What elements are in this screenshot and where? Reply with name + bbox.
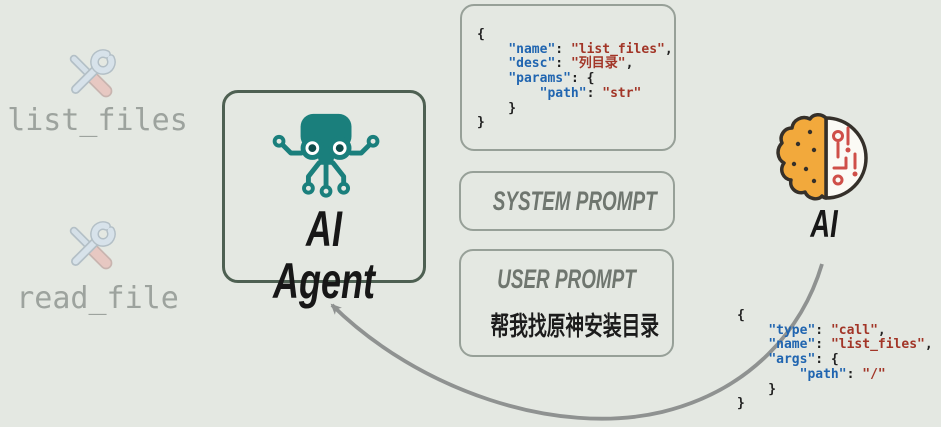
tool-label: list_files: [7, 103, 188, 138]
tool-label: read_file: [16, 281, 179, 316]
wrench-screwdriver-icon: [69, 49, 116, 98]
user-prompt-message: 帮我找原神安装目录: [490, 311, 660, 341]
ai-agent-box: AI Agent: [222, 90, 426, 307]
ai-model: AI: [776, 112, 872, 245]
circuit-octopus-icon: [272, 113, 380, 198]
tool-schema-json: { "name": "list_files", "desc": "列目录", "…: [477, 27, 673, 131]
tool-schema-card: { "name": "list_files", "desc": "列目录", "…: [460, 4, 676, 151]
user-prompt-card: USER PROMPT 帮我找原神安装目录: [459, 249, 674, 357]
user-prompt-label: USER PROMPT: [497, 264, 636, 294]
system-prompt-label: SYSTEM PROMPT: [492, 185, 657, 216]
ai-model-label: AI: [810, 203, 838, 246]
wrench-screwdriver-icon: [69, 221, 116, 270]
tool-call-json: { "type": "call", "name": "list_files", …: [737, 308, 933, 412]
brain-icon: [776, 113, 868, 201]
system-prompt-card: SYSTEM PROMPT: [459, 171, 675, 231]
ai-agent-label: AI Agent: [273, 201, 375, 309]
